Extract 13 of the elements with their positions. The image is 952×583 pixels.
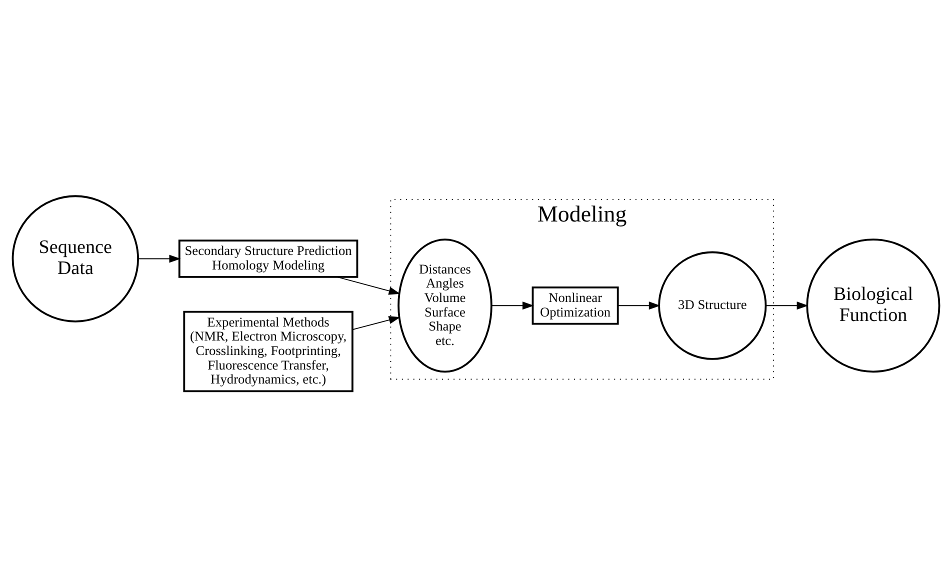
arrow	[491, 302, 534, 310]
arrow	[138, 254, 181, 263]
node-box: Nonlinear Optimization	[532, 286, 619, 325]
arrow	[766, 302, 808, 310]
node-box: Secondary Structure Prediction Homology Modeling	[178, 240, 358, 278]
arrow	[352, 316, 400, 330]
arrow	[336, 276, 400, 295]
node-box: Experimental Methods (NMR, Electron Microscopy, Crosslinking, Footprinting, Fluorescence Transfer, Hydrodynamics, etc.)	[183, 310, 354, 392]
node-circle: Sequence Data	[12, 195, 139, 322]
arrow	[617, 302, 660, 310]
node-ellipse: Distances Angles Volume Surface Shape etc.	[398, 238, 492, 373]
node-circle: 3D Structure	[658, 251, 767, 360]
node-circle: Biological Function	[806, 238, 940, 373]
